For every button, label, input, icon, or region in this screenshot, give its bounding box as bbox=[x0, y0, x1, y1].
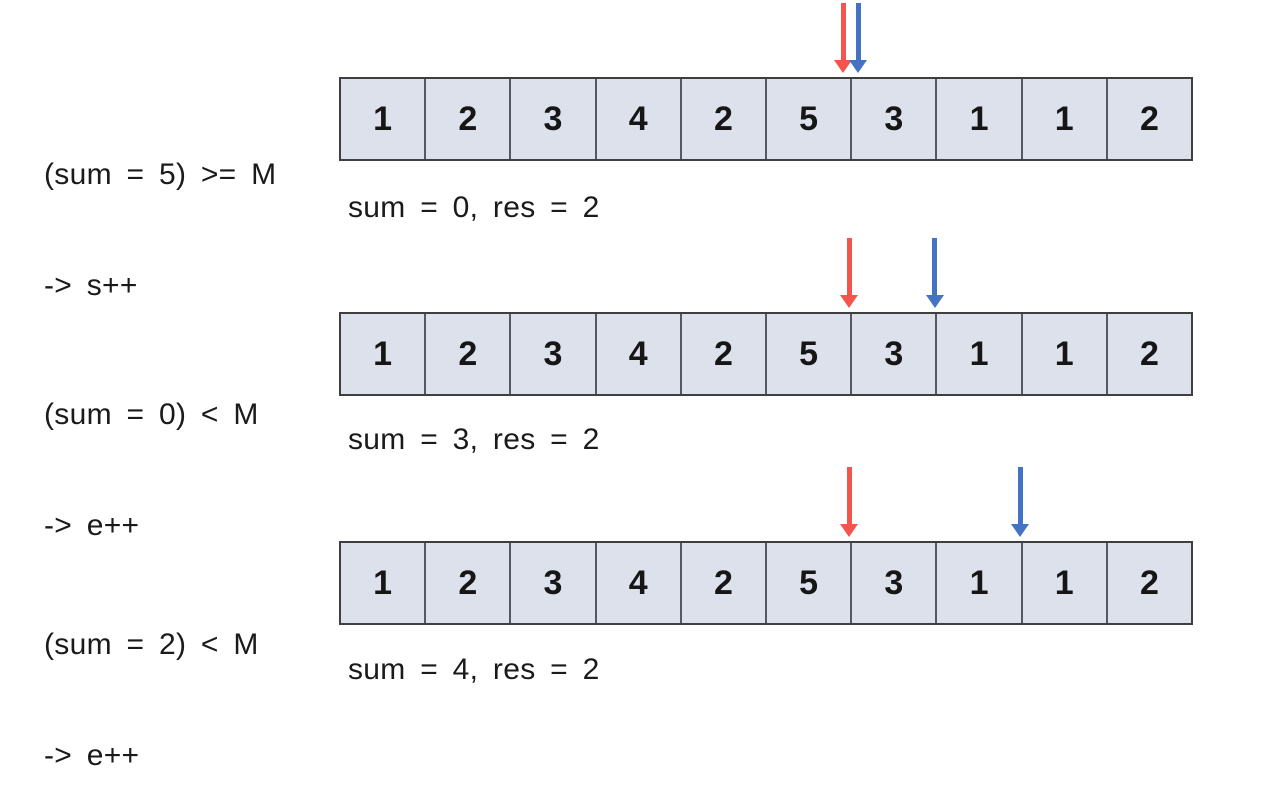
step1-action: -> s++ bbox=[44, 269, 138, 302]
array-cell: 1 bbox=[341, 543, 427, 623]
e-pointer-arrow bbox=[1011, 467, 1030, 537]
array-cell: 1 bbox=[937, 314, 1023, 394]
array-cell: 2 bbox=[1107, 543, 1192, 623]
arrow-head bbox=[840, 295, 859, 308]
arrow-stem bbox=[1017, 467, 1023, 524]
step3-condition: (sum = 2) < M bbox=[44, 628, 259, 661]
array-cell: 2 bbox=[426, 79, 512, 159]
array-cell: 2 bbox=[681, 314, 768, 394]
arrow-head bbox=[834, 60, 853, 73]
array-cell: 2 bbox=[1107, 314, 1192, 394]
step1-status: sum = 0, res = 2 bbox=[348, 191, 600, 224]
arrow-stem bbox=[855, 3, 861, 60]
array-cell: 2 bbox=[1107, 79, 1192, 159]
array-cell: 2 bbox=[681, 543, 768, 623]
arrow-stem bbox=[846, 467, 852, 524]
array-cell: 1 bbox=[1022, 314, 1108, 394]
step1-label: (sum = 5) >= M -> s++ bbox=[44, 82, 276, 341]
array-cell: 5 bbox=[767, 79, 853, 159]
array-cell: 3 bbox=[852, 79, 938, 159]
step2-action: -> e++ bbox=[44, 509, 140, 542]
arrow-stem bbox=[846, 238, 852, 295]
step2-condition: (sum = 0) < M bbox=[44, 398, 259, 431]
arrow-stem bbox=[932, 238, 938, 295]
step2-status: sum = 3, res = 2 bbox=[348, 423, 600, 456]
array-cell: 5 bbox=[767, 543, 853, 623]
e-pointer-arrow bbox=[849, 3, 868, 73]
array-cell: 4 bbox=[596, 543, 682, 623]
array-cell: 2 bbox=[681, 79, 768, 159]
array-cell: 3 bbox=[852, 543, 938, 623]
step1-condition: (sum = 5) >= M bbox=[44, 158, 277, 191]
step3-action: -> e++ bbox=[44, 739, 140, 772]
s-pointer-arrow bbox=[840, 467, 859, 537]
array-cell: 1 bbox=[937, 79, 1023, 159]
array-cell: 1 bbox=[937, 543, 1023, 623]
arrow-head bbox=[840, 524, 859, 537]
step3-status: sum = 4, res = 2 bbox=[348, 653, 600, 686]
array-cell: 1 bbox=[341, 79, 427, 159]
arrow-head bbox=[1011, 524, 1030, 537]
array-cell: 1 bbox=[1022, 543, 1108, 623]
e-pointer-arrow bbox=[925, 238, 944, 308]
arrow-head bbox=[925, 295, 944, 308]
array-cell: 5 bbox=[767, 314, 853, 394]
array-cell: 4 bbox=[596, 314, 682, 394]
array-cell: 1 bbox=[1022, 79, 1108, 159]
array-cell: 3 bbox=[852, 314, 938, 394]
array-cell: 2 bbox=[426, 543, 512, 623]
array-cell: 3 bbox=[511, 543, 597, 623]
arrow-stem bbox=[840, 3, 846, 60]
arrow-head bbox=[849, 60, 868, 73]
s-pointer-arrow bbox=[834, 3, 853, 73]
step2-label: (sum = 0) < M -> e++ bbox=[44, 322, 259, 581]
s-pointer-arrow bbox=[840, 238, 859, 308]
array-cell: 2 bbox=[426, 314, 512, 394]
array-cell: 3 bbox=[511, 314, 597, 394]
array-cell: 1 bbox=[341, 314, 427, 394]
array-cell: 3 bbox=[511, 79, 597, 159]
array-cell: 4 bbox=[596, 79, 682, 159]
step3-label: (sum = 2) < M -> e++ bbox=[44, 552, 259, 811]
